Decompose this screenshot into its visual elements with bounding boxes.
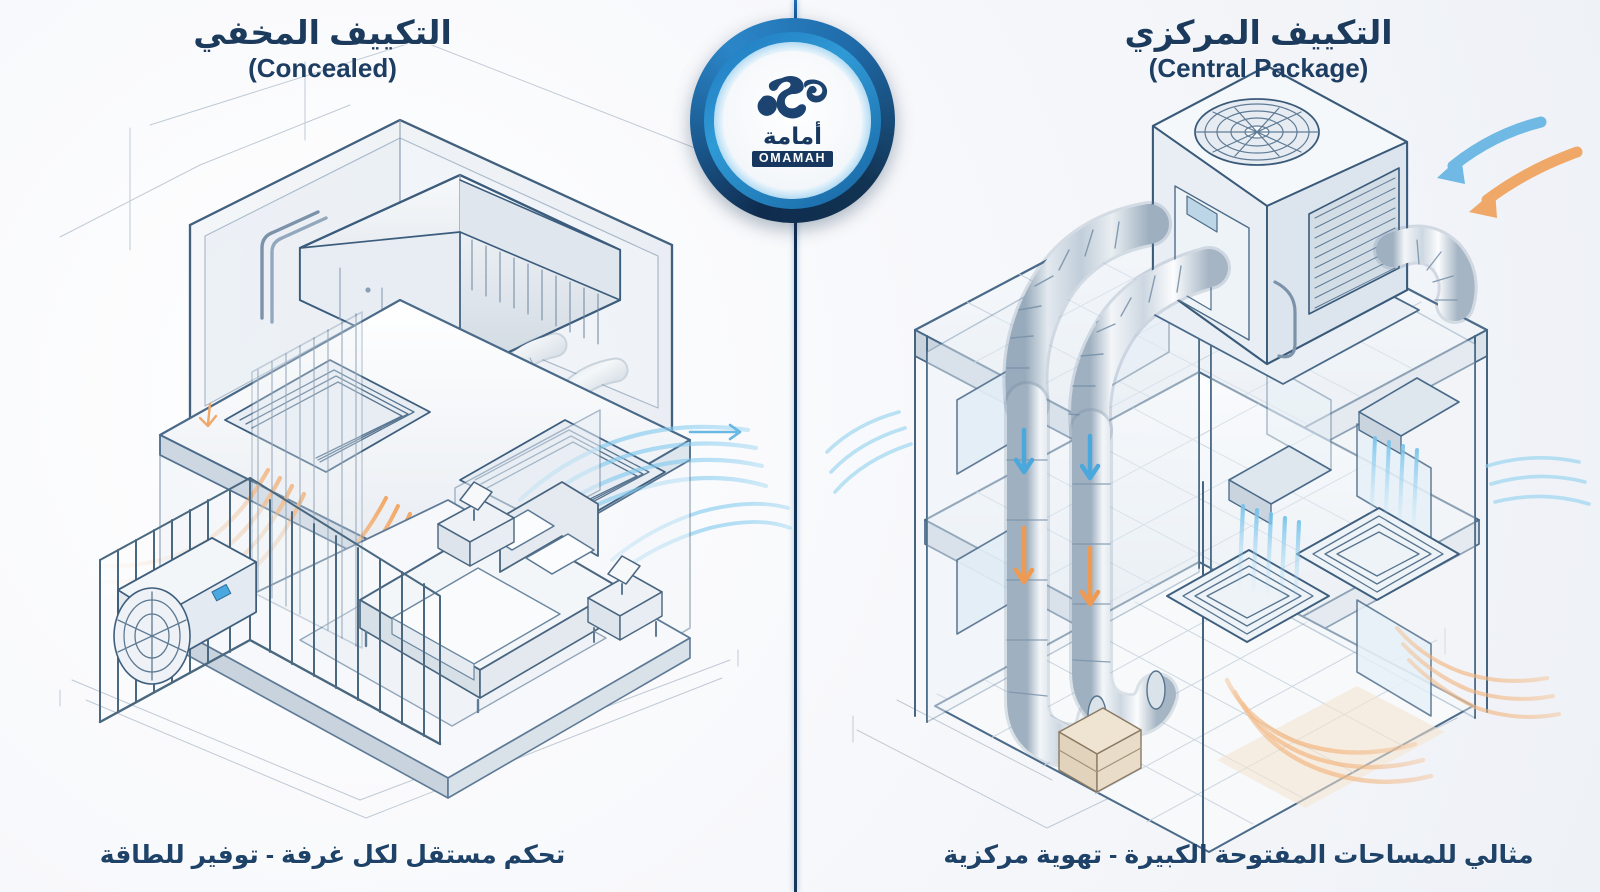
storage-crate (1058, 707, 1142, 793)
logo-arabic-name: أمامة (763, 122, 822, 149)
main-supply-duct (1002, 201, 1172, 427)
warm-air-stream (1224, 626, 1561, 784)
panel-title-concealed: التكييف المخفي (Concealed) (0, 14, 795, 84)
panel-title-english: (Central Package) (1148, 52, 1369, 83)
condenser-fan-grille (1194, 103, 1320, 161)
omamah-logo: أمامة OMAMAH (690, 18, 895, 223)
panel-central-package: التكييف المركزي (Central Package) مثالي … (797, 0, 1600, 892)
square-ceiling-diffuser (1166, 377, 1460, 643)
curtain-panel (251, 311, 363, 649)
outdoor-condenser-unit (113, 537, 257, 685)
panel-title-arabic: التكييف المخفي (193, 14, 452, 51)
panel-title-central: التكييف المركزي (Central Package) (797, 14, 1600, 84)
logo-emblem-icon (757, 75, 827, 119)
roof-duct-right (1373, 224, 1478, 324)
panel-title-english: (Concealed) (248, 52, 397, 83)
logo-face: أمامة OMAMAH (723, 51, 862, 190)
exhaust-arrow-warm (1469, 146, 1583, 218)
duct-flow-arrows (1013, 427, 1101, 607)
nightstand-lamp-left (437, 481, 515, 567)
nightstand-lamp-right (587, 555, 663, 643)
panel-caption-central: مثالي للمساحات المفتوحة الكبيرة - تهوية … (943, 841, 1534, 869)
intake-arrow-cool (1437, 116, 1547, 184)
panel-caption-concealed: تحكم مستقل لكل غرفة - توفير للطاقة (99, 841, 566, 869)
panel-concealed: التكييف المخفي (Concealed) تحكم مستقل لك… (0, 0, 795, 892)
logo-english-name: OMAMAH (751, 150, 834, 168)
cool-air-stream (825, 410, 1591, 611)
panel-title-arabic: التكييف المركزي (1124, 14, 1393, 51)
concealed-illustration (59, 39, 792, 819)
panel-divider (794, 0, 797, 892)
rooftop-package-unit (1126, 64, 1420, 385)
main-return-duct (1068, 246, 1231, 452)
central-package-illustration (825, 64, 1591, 853)
